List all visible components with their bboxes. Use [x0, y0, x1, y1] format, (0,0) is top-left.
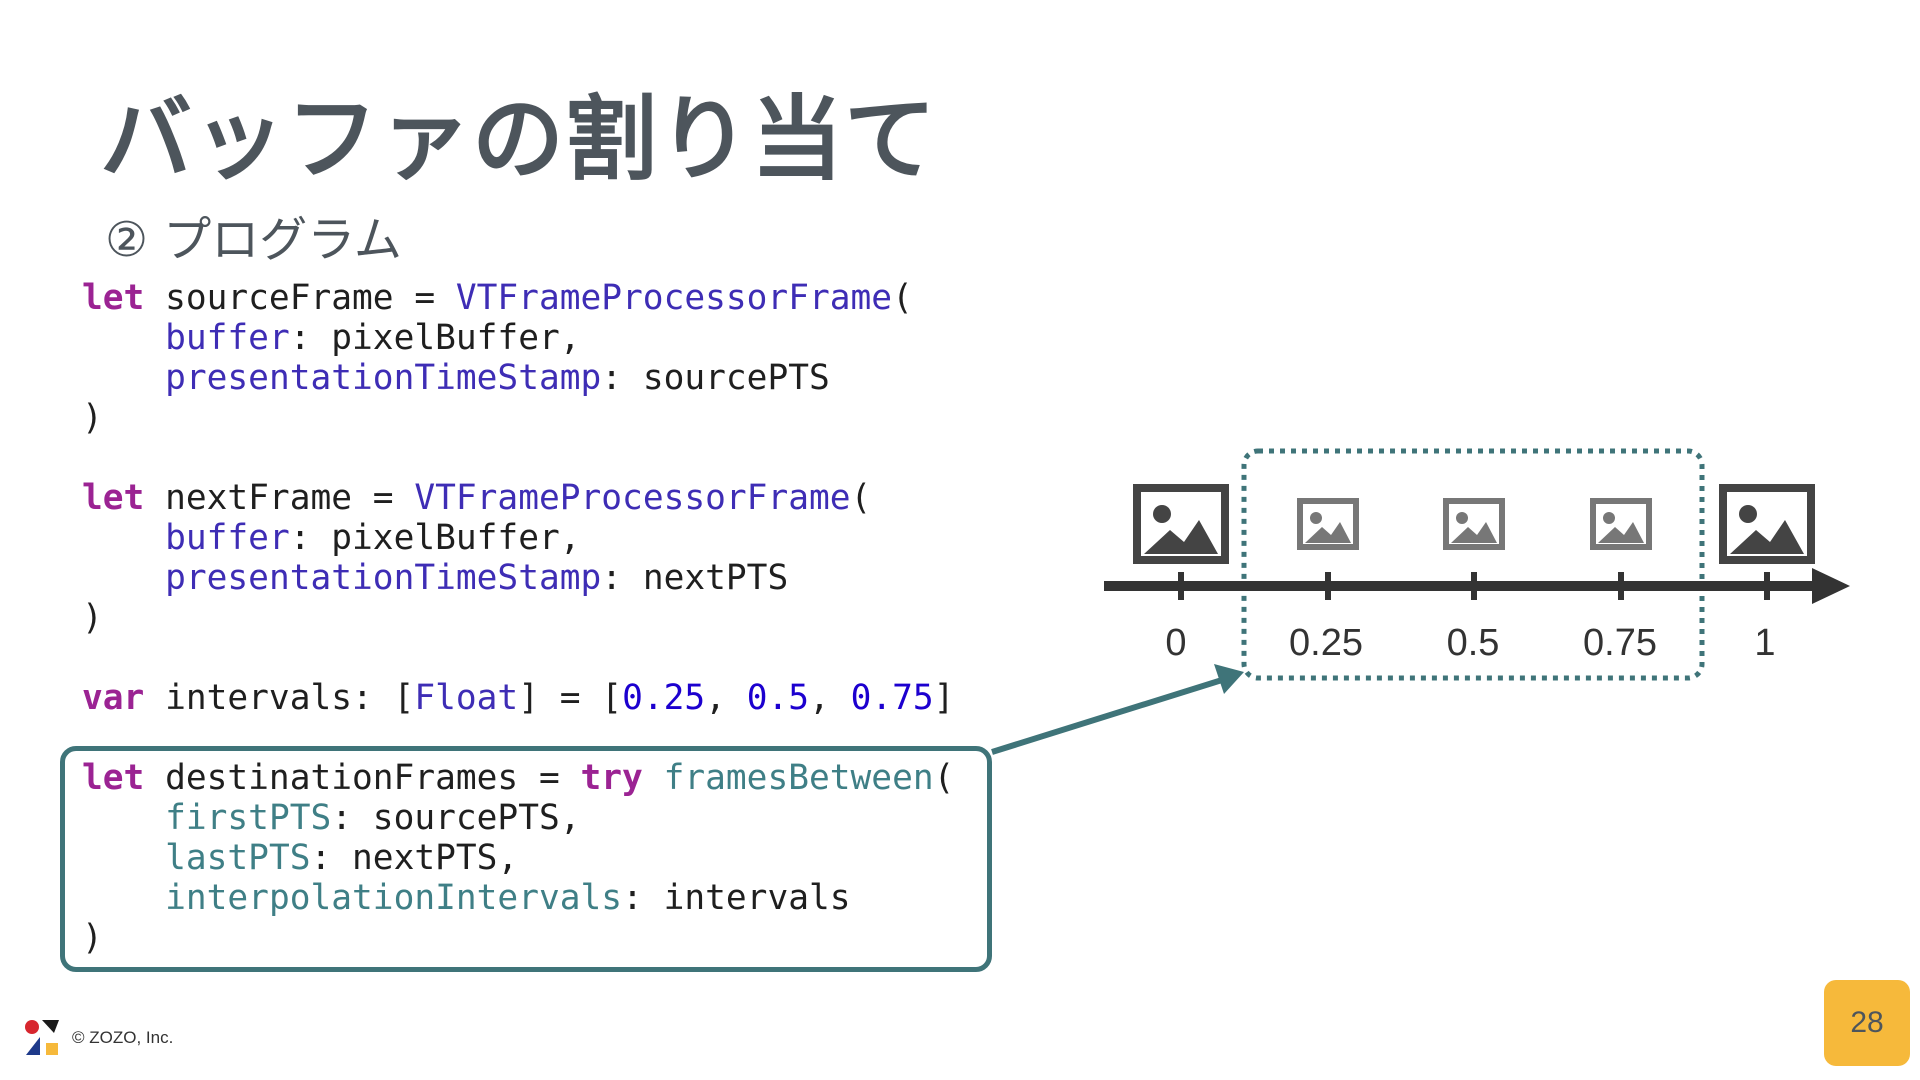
code-text: : intervals [622, 878, 851, 918]
code-keyword: try [580, 758, 643, 798]
code-text: ) [82, 598, 103, 638]
interpolation-range-box [1241, 448, 1705, 681]
connector-arrowhead [1214, 664, 1244, 694]
connector-arrow [991, 677, 1223, 755]
copyright-text: © ZOZO, Inc. [72, 1028, 174, 1047]
timeline-arrowhead [1812, 568, 1850, 604]
code-function: framesBetween [663, 758, 934, 798]
code-param-label: interpolationIntervals [165, 878, 623, 918]
tick-label: 1 [1754, 622, 1775, 664]
code-type: VTFrameProcessorFrame [414, 478, 851, 518]
highlight-box [60, 746, 992, 972]
zozo-logo [25, 1020, 59, 1055]
interpolated-frame-image-icon [1300, 501, 1356, 547]
slide-title: バッファの割り当て [100, 86, 938, 193]
code-param-label: lastPTS [165, 838, 311, 878]
code-text: : nextPTS [601, 558, 789, 598]
code-text: : sourcePTS, [331, 798, 581, 838]
code-param-label: buffer [165, 518, 290, 558]
code-text: intervals: [ [144, 678, 415, 718]
code-text: , [705, 678, 747, 718]
code-param-label: presentationTimeStamp [165, 558, 602, 598]
code-number: 0.75 [850, 678, 934, 718]
code-text: ] = [ [518, 678, 623, 718]
tick-label: 0.25 [1289, 622, 1363, 664]
source-frame-image-icon [1137, 488, 1225, 560]
code-type: Float [414, 678, 519, 718]
tick-label: 0.75 [1583, 622, 1657, 664]
code-text: ) [82, 918, 103, 958]
code-keyword: let [82, 478, 145, 518]
code-number: 0.5 [746, 678, 810, 718]
code-text: sourceFrame = [144, 278, 456, 318]
code-param-label: buffer [165, 318, 290, 358]
slide-subtitle: ② プログラム [105, 212, 402, 268]
page-number-badge: 28 [1824, 980, 1910, 1066]
code-text: : sourcePTS [601, 358, 830, 398]
interpolated-frame-image-icon [1446, 501, 1502, 547]
code-text: , [809, 678, 851, 718]
tick-label: 0 [1165, 622, 1186, 664]
interpolated-frame-image-icon [1593, 501, 1649, 547]
code-text: ( [892, 278, 913, 318]
code-text: ) [82, 398, 103, 438]
code-number: 0.25 [622, 678, 706, 718]
code-param-label: firstPTS [165, 798, 332, 838]
footer: © ZOZO, Inc. [24, 1018, 173, 1058]
code-text: destinationFrames = [144, 758, 581, 798]
code-keyword: let [82, 758, 145, 798]
code-keyword: var [82, 678, 145, 718]
code-type: VTFrameProcessorFrame [455, 278, 893, 318]
code-text: nextFrame = [144, 478, 415, 518]
code-text: : pixelBuffer, [289, 518, 581, 558]
code-text: ( [933, 758, 955, 798]
code-text: ( [850, 478, 872, 518]
code-text: : nextPTS, [310, 838, 519, 878]
code-text: : pixelBuffer, [289, 318, 581, 358]
next-frame-image-icon [1723, 488, 1811, 560]
page-number: 28 [1850, 1006, 1884, 1039]
code-text: ] [933, 678, 955, 718]
code-param-label: presentationTimeStamp [165, 358, 602, 398]
tick-label: 0.5 [1447, 622, 1500, 664]
code-keyword: let [82, 278, 145, 318]
code-block: let sourceFrame = VTFrameProcessorFrame(… [82, 278, 954, 958]
